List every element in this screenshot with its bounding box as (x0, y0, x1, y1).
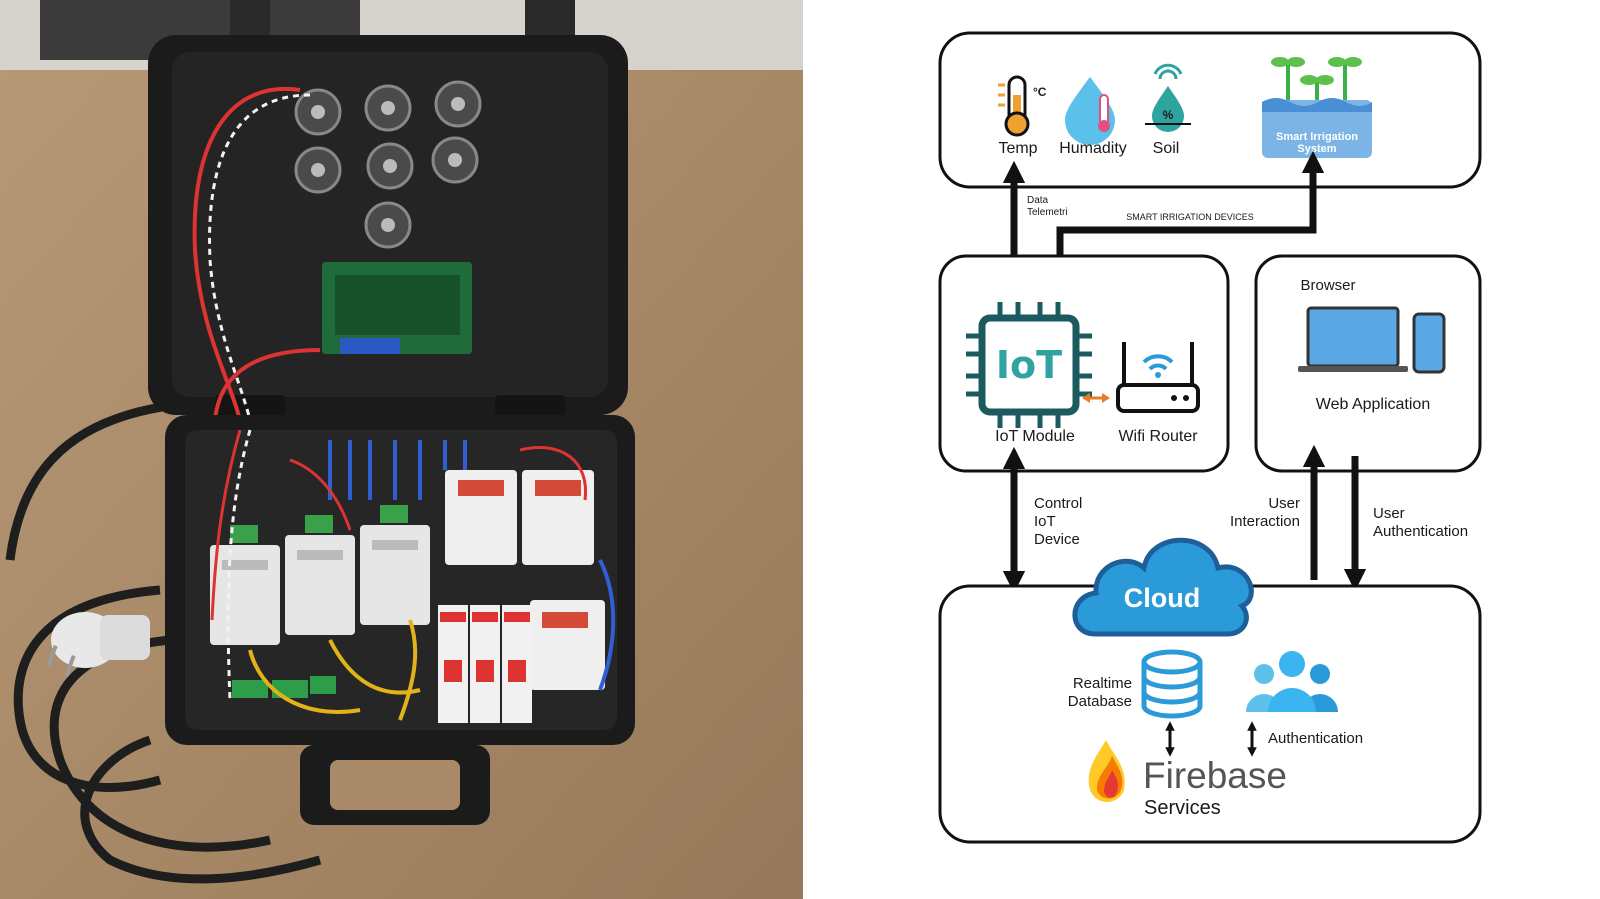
control-label-1: Control (1034, 495, 1082, 512)
laptop-icon (1298, 306, 1408, 372)
iot-chip-text: IoT (996, 343, 1062, 387)
soil-percent-symbol: % (1163, 108, 1174, 122)
users-group-icon (1246, 651, 1338, 712)
control-label-3: Device (1034, 531, 1080, 548)
smart-irrigation-arrow (1048, 150, 1325, 288)
data-telemetri-label-1: Data (1027, 195, 1049, 206)
terminal-blocks (232, 676, 336, 698)
thermometer-icon (998, 75, 1030, 137)
user-interaction-label-2: Interaction (1230, 513, 1300, 530)
soil-label: Soil (1153, 140, 1180, 157)
wifi-router-icon (1116, 342, 1200, 413)
base-wiring (210, 429, 616, 721)
cloud-icon (1072, 537, 1254, 637)
web-application-label: Web Application (1316, 396, 1430, 413)
firebase-services-label: Services (1144, 797, 1221, 819)
power-cable (5, 400, 176, 561)
humidity-drop-icon (1065, 77, 1115, 145)
smart-irrigation-icon (1262, 57, 1372, 158)
user-interaction-label-1: User (1268, 495, 1300, 512)
circuit-breakers (438, 605, 532, 723)
lcd-module (322, 262, 472, 354)
architecture-diagram: °C Temp Humadity % Soil (803, 0, 1600, 899)
smart-irrigation-devices-label: SMART IRRIGATION DEVICES (1126, 212, 1254, 222)
firebase-brand: Firebase (1143, 755, 1287, 796)
panel-knobs (294, 80, 482, 249)
temp-unit: °C (1033, 85, 1047, 99)
database-icon (1141, 649, 1203, 719)
humidity-label: Humadity (1059, 140, 1127, 157)
user-auth-label-2: Authentication (1373, 523, 1468, 540)
solid-state-relays (210, 505, 430, 645)
contactors (445, 470, 605, 690)
iot-module-label: IoT Module (995, 428, 1075, 445)
mobile-phone-icon (1412, 312, 1446, 374)
realtime-db-label-1: Realtime (1073, 675, 1132, 692)
smart-irrigation-label-2: System (1297, 143, 1336, 155)
wifi-router-label: Wifi Router (1118, 428, 1198, 445)
power-plug (46, 612, 150, 678)
data-telemetri-label-2: Telemetri (1027, 207, 1068, 218)
iot-chip-icon (966, 302, 1092, 428)
authentication-label: Authentication (1268, 730, 1363, 747)
firebase-flame-icon (1088, 740, 1125, 802)
control-label-2: IoT (1034, 513, 1056, 530)
control-box-photo (0, 0, 803, 899)
control-box-illustration (0, 0, 803, 899)
user-auth-label-1: User (1373, 505, 1405, 522)
temp-label: Temp (998, 140, 1037, 157)
soil-moisture-icon (1145, 63, 1191, 132)
iot-router-link-icon (1082, 393, 1110, 403)
cloud-label: Cloud (1124, 583, 1200, 613)
smart-irrigation-label-1: Smart Irrigation (1276, 131, 1358, 143)
browser-title: Browser (1300, 277, 1355, 294)
lid-wiring (192, 86, 301, 421)
architecture-svg: °C Temp Humadity % Soil (938, 31, 1482, 844)
realtime-db-label-2: Database (1068, 693, 1132, 710)
iot-box (938, 254, 1230, 473)
